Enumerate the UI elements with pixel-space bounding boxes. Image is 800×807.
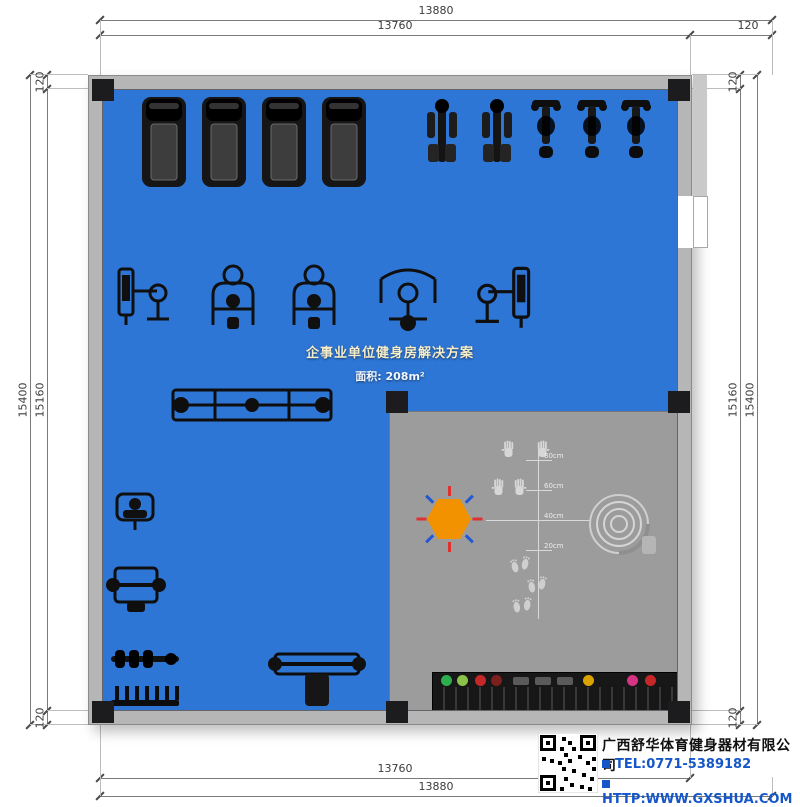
hand-print-icon: [501, 440, 516, 463]
dim-line-bottom-inner: [100, 778, 690, 779]
spin-bike-icon: [529, 98, 563, 166]
company-url-line: HTTP:WWW.GXSHUA.COM: [602, 777, 800, 807]
door-leaf: [693, 196, 708, 248]
spin-bike-icon: [575, 98, 609, 166]
plan-area-label: 面积: 208m²: [355, 370, 425, 383]
strength-machine-icon: [203, 261, 263, 335]
dim-label-top-overall: 13880: [418, 4, 454, 17]
dim-line-right-inner: [740, 75, 741, 725]
qr-code: [537, 732, 599, 797]
press-machine-icon: [105, 562, 167, 618]
ruler-label: 80cm: [544, 452, 564, 460]
column: [668, 79, 690, 101]
footprint-icon: [511, 597, 522, 613]
dim-line-left-overall: [30, 75, 31, 725]
company-tel-line: TEL:0771-5389182: [602, 757, 751, 772]
plate-rack-icon: [109, 646, 183, 676]
barbell-rack-icon: [109, 684, 183, 710]
power-rack-icon: [167, 384, 337, 430]
company-url: HTTP:WWW.GXSHUA.COM: [602, 792, 793, 807]
footprint-icon: [520, 554, 532, 570]
dim-label-left-wall-bottom: 120: [33, 707, 47, 729]
dim-label-right-overall: 15400: [743, 382, 757, 418]
column: [386, 701, 408, 723]
dim-label-bottom-overall: 13880: [418, 780, 454, 793]
building-plan: 80cm 60cm 40cm 20cm: [88, 75, 708, 725]
elliptical-icon: [423, 98, 461, 174]
phone-icon: [602, 760, 610, 768]
hand-print-icon: [512, 478, 527, 501]
dim-label-left-inner: 15160: [33, 382, 47, 418]
footprint-icon: [508, 557, 520, 573]
bench-press-icon: [267, 648, 367, 710]
functional-zone: 80cm 60cm 40cm 20cm: [389, 411, 677, 710]
plan-title: 企事业单位健身房解决方案: [305, 346, 474, 361]
ruler-label: 20cm: [544, 542, 564, 550]
dim-label-left-wall-top: 120: [33, 71, 47, 93]
dim-label-right-wall-top: 120: [726, 71, 740, 93]
strength-machine-icon: [467, 262, 535, 336]
spin-bike-icon: [619, 98, 653, 166]
dim-label-bottom-inner: 13760: [377, 762, 413, 775]
column: [386, 391, 408, 413]
dim-line-top-inner: [100, 35, 690, 36]
footprint-icon: [537, 574, 549, 590]
treadmill-icon: [261, 96, 307, 192]
company-tel: TEL:0771-5389182: [615, 757, 752, 772]
dim-label-top-wall: 120: [737, 19, 759, 32]
dim-line-right-overall: [757, 75, 758, 725]
treadmill-icon: [201, 96, 247, 192]
treadmill-icon: [141, 96, 187, 192]
strength-machine-icon: [375, 259, 441, 339]
plan-title-block: 企事业单位健身房解决方案 面积: 208m²: [103, 342, 677, 384]
target-circles-icon: [584, 489, 654, 563]
treadmill-icon: [321, 96, 367, 192]
balance-pad: [642, 536, 656, 554]
column: [92, 701, 114, 723]
column: [668, 391, 690, 413]
agility-hexagon-icon: [414, 484, 484, 554]
elliptical-icon: [478, 98, 516, 174]
dim-line-bottom-overall: [100, 796, 772, 797]
strength-machine-icon: [283, 261, 345, 335]
dim-label-left-overall: 15400: [16, 382, 30, 418]
dim-line-top-wall: [690, 35, 772, 36]
outer-wall-band: [693, 75, 707, 196]
globe-icon: [602, 780, 610, 788]
footprint-icon: [526, 577, 537, 593]
dim-label-top-inner: 13760: [377, 19, 413, 32]
door-opening: [678, 196, 694, 248]
dim-label-right-inner: 15160: [726, 382, 740, 418]
dim-line-left-inner: [47, 75, 48, 725]
strength-machine-icon: [113, 263, 177, 333]
abdominal-machine-icon: [109, 486, 161, 536]
hand-print-icon: [491, 478, 506, 501]
column: [92, 79, 114, 101]
dim-label-right-wall-bottom: 120: [726, 707, 740, 729]
dumbbell-rack-icon: [432, 672, 677, 710]
column: [668, 701, 690, 723]
dim-line-top-overall: [100, 20, 772, 21]
ruler-label: 40cm: [544, 512, 564, 520]
footprint-icon: [522, 595, 533, 611]
ruler-label: 60cm: [544, 482, 564, 490]
